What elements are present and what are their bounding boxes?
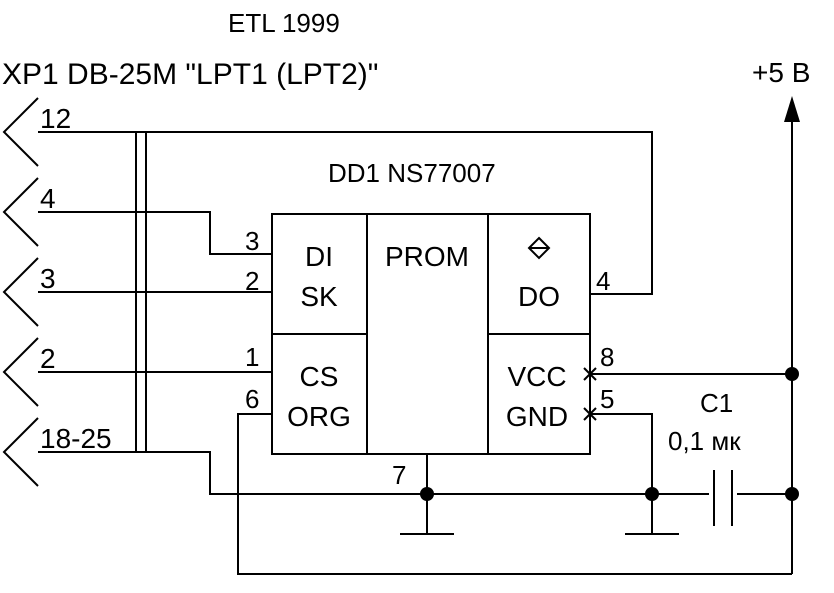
gnd-label: GND [506,401,568,432]
diamond-symbol-icon [527,236,551,260]
pin-label: 12 [40,103,71,134]
pin-label: 18-25 [40,423,112,454]
capacitor-designator: C1 [700,388,733,418]
connector-pin-4: 4 [2,177,56,247]
chip-designator: DD1 NS77007 [328,158,496,188]
supply-arrow-icon [784,96,800,122]
connector-title: XP1 DB-25M "LPT1 (LPT2)" [2,58,378,91]
chip-dd1: DD1 NS77007 DI SK CS ORG PROM DO VCC GND [271,158,591,455]
pin-num-gnd-bottom: 7 [392,460,406,490]
junction-dot [785,487,799,501]
pin-cross-gnd-icon [583,407,597,421]
connector-pin-18-25: 18-25 [2,417,112,487]
pin-label: 4 [40,183,56,214]
connector-pin-3: 3 [2,257,56,327]
supply-label: +5 В [752,57,810,88]
junction-dot [785,367,799,381]
pin-label: 3 [40,263,56,294]
pin-num-cs: 1 [245,342,259,372]
di-label: DI [305,241,333,272]
cs-label: CS [300,361,339,392]
org-label: ORG [287,401,351,432]
capacitor-value: 0,1 мк [668,426,741,456]
pin-num-do: 4 [596,266,610,296]
vcc-label: VCC [507,361,566,392]
prom-label: PROM [385,241,469,272]
sk-label: SK [300,281,338,312]
wires [38,116,793,575]
pin-num-di: 3 [245,226,259,256]
pin-num-org: 6 [245,384,259,414]
connector-pin-2: 2 [2,337,56,407]
capacitor-c1: C1 0,1 мк [668,388,741,526]
pin-num-sk: 2 [245,266,259,296]
pin-label: 2 [40,343,56,374]
credit-text: ETL 1999 [228,8,340,38]
connector-pin-12: 12 [2,97,71,167]
pin-cross-vcc-icon [583,367,597,381]
junction-dot [420,487,434,501]
pin-num-gnd: 5 [600,384,614,414]
do-label: DO [518,281,560,312]
pin-num-vcc: 8 [600,342,614,372]
junction-dot [645,487,659,501]
